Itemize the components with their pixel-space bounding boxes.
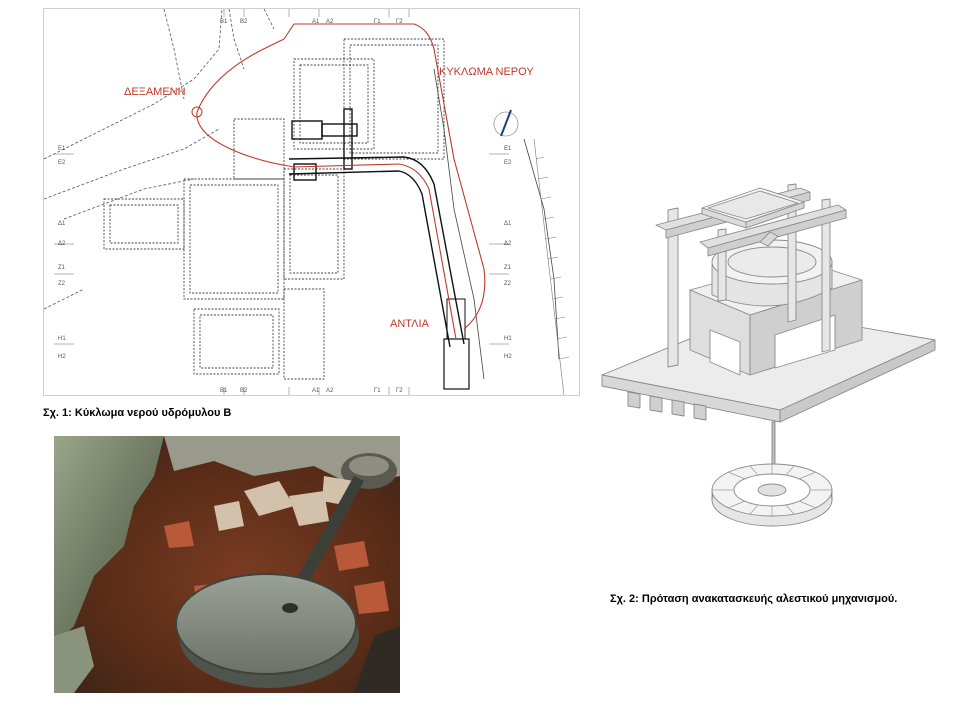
grid-label-top: Β1 bbox=[220, 19, 228, 25]
grid-label-left: Ε2 bbox=[58, 160, 66, 166]
grid-label-bottom: Α2 bbox=[326, 388, 334, 394]
grid-label-top: Β2 bbox=[240, 19, 248, 25]
plan-drawing: Β1 Β2 Α1 Α2 Γ1 Γ2 Β1 Β2 Α1 Α2 Γ1 Γ2 Ε1 Ε… bbox=[43, 8, 580, 396]
grid-label-right: Δ1 bbox=[504, 221, 512, 227]
reconstruction-drawing bbox=[600, 170, 940, 540]
pump-label: ΑΝΤΛΙΑ bbox=[390, 318, 430, 330]
grid-label-right: Ε1 bbox=[504, 146, 512, 152]
grid-label-left: Η1 bbox=[58, 336, 66, 342]
grid-label-left: Ε1 bbox=[58, 146, 66, 152]
grid-label-left: Δ1 bbox=[58, 221, 66, 227]
grid-label-right: Ε2 bbox=[504, 160, 512, 166]
grid-label-left: Ζ1 bbox=[58, 265, 66, 271]
figure2-caption: Σχ. 2: Πρόταση ανακατασκευής αλεστικού μ… bbox=[610, 593, 898, 605]
grid-label-top: Γ2 bbox=[396, 19, 403, 25]
water-circuit-label: ΚΥΚΛΩΜΑ ΝΕΡΟΥ bbox=[439, 66, 534, 78]
grid-label-right: Δ2 bbox=[504, 241, 512, 247]
grid-label-bottom: Β1 bbox=[220, 388, 228, 394]
grid-label-top: Α2 bbox=[326, 19, 334, 25]
grid-label-right: Ζ2 bbox=[504, 281, 512, 287]
reservoir-label: ΔΕΞΑΜΕΝΗ bbox=[124, 86, 186, 98]
grid-label-left: Δ2 bbox=[58, 241, 66, 247]
grid-label-bottom: Α1 bbox=[312, 388, 320, 394]
grid-label-right: Η1 bbox=[504, 336, 512, 342]
figure1-caption: Σχ. 1: Κύκλωμα νερού υδρόμυλου Β bbox=[43, 407, 232, 419]
millstone-photo bbox=[54, 436, 400, 693]
north-arrow-icon bbox=[493, 109, 519, 137]
grid-label-left: Ζ2 bbox=[58, 281, 66, 287]
grid-label-top: Γ1 bbox=[374, 19, 381, 25]
grid-label-right: Ζ1 bbox=[504, 265, 512, 271]
grid-label-bottom: Β2 bbox=[240, 388, 248, 394]
grid-label-right: Η2 bbox=[504, 354, 512, 360]
grid-label-bottom: Γ1 bbox=[374, 388, 381, 394]
grid-label-left: Η2 bbox=[58, 354, 66, 360]
grid-label-top: Α1 bbox=[312, 19, 320, 25]
grid-label-bottom: Γ2 bbox=[396, 388, 403, 394]
